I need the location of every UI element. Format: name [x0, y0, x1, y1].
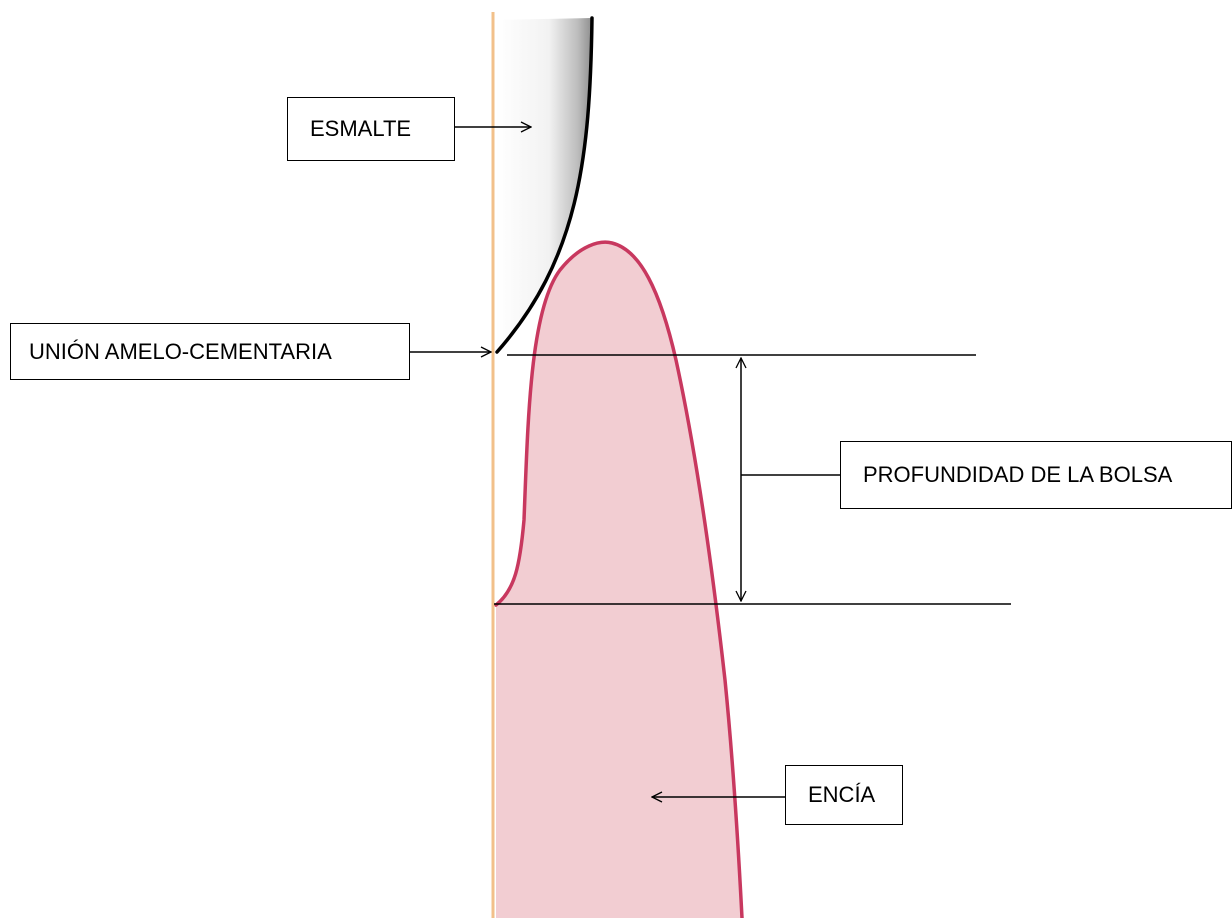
gingiva-label: ENCÍA [808, 784, 875, 806]
cej-label-box: UNIÓN AMELO-CEMENTARIA [10, 323, 410, 380]
pocket-depth-label: PROFUNDIDAD DE LA BOLSA [863, 464, 1172, 486]
pocket-depth-label-box: PROFUNDIDAD DE LA BOLSA [840, 441, 1232, 509]
enamel-label: ESMALTE [310, 118, 411, 140]
gingiva-shape [496, 242, 742, 918]
cej-label: UNIÓN AMELO-CEMENTARIA [29, 341, 332, 363]
gingiva-label-box: ENCÍA [785, 765, 903, 825]
enamel-label-box: ESMALTE [287, 97, 455, 161]
